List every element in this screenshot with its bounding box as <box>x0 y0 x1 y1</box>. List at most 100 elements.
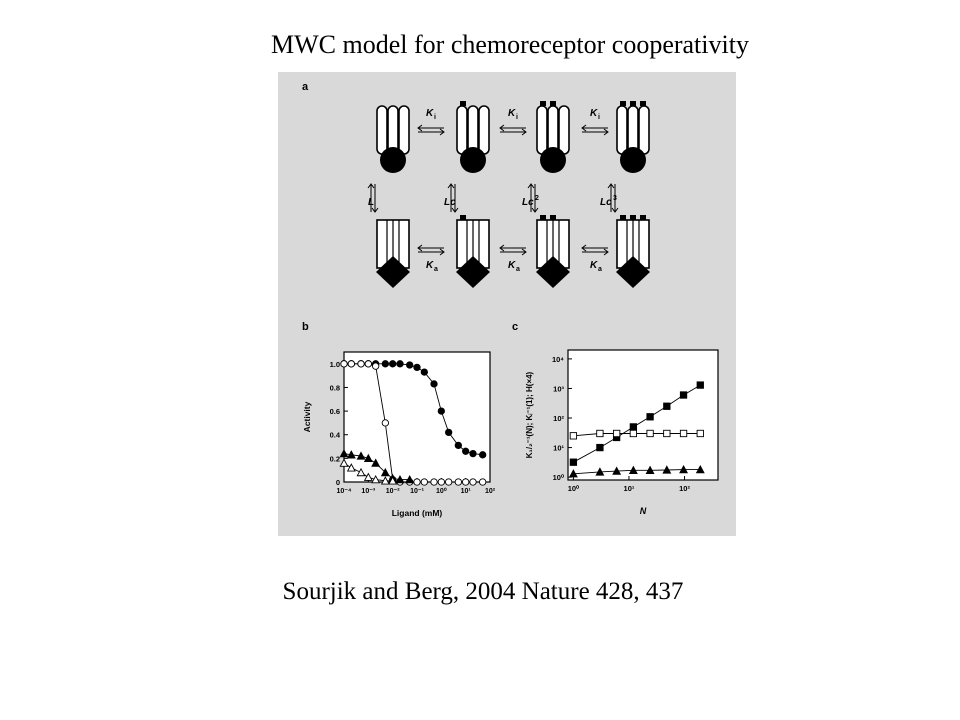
y-tick-label: 0 <box>336 478 340 487</box>
data-point <box>396 360 404 368</box>
side-constant-2-symbol: Lc <box>444 197 456 208</box>
data-point <box>381 419 389 427</box>
active-receptor-4 <box>616 215 650 288</box>
data-point <box>646 413 654 421</box>
bound-ligand-marker <box>620 101 626 106</box>
bottom-constant-1-symbol: K <box>426 260 434 271</box>
horizontal-equilibrium-arrow-top <box>581 124 609 136</box>
figure-svg: a K i K i K i L Lc Lc 2 Lc 3 <box>302 81 719 518</box>
data-point <box>663 429 671 438</box>
receptor-kinase-diamond <box>456 256 490 288</box>
vertical-equilibrium-arrow <box>447 183 459 213</box>
bound-ligand-marker <box>460 215 466 220</box>
top-constant-1: K i <box>426 108 436 121</box>
inactive-receptor-3 <box>536 101 570 173</box>
data-point <box>479 451 487 459</box>
receptor-kinase-diamond <box>536 256 570 288</box>
top-constant-3-subscript: i <box>598 114 600 121</box>
x-tick-label: 10² <box>485 488 496 495</box>
chart-b-ylabel: Activity <box>302 401 312 432</box>
bottom-constant-3-subscript: a <box>598 266 602 273</box>
active-receptor-3 <box>536 215 570 288</box>
receptor-strand <box>627 105 639 155</box>
receptor-kinase-bulb <box>380 147 406 173</box>
x-tick-label: 10⁻³ <box>361 488 375 495</box>
side-constant-2: Lc <box>444 197 456 208</box>
data-point <box>629 429 638 438</box>
bottom-constant-2-subscript: a <box>516 266 520 273</box>
data-point <box>380 467 390 477</box>
receptor-strand <box>387 105 399 155</box>
y-tick-label: 10¹ <box>553 444 564 453</box>
data-point <box>445 478 453 486</box>
chart-c-ylabel: K₁/₂⁻¹(N); Kᵢ⁻¹(1); H(×4) <box>525 371 534 458</box>
data-point <box>413 478 421 486</box>
receptor-kinase-bulb <box>540 147 566 173</box>
data-point <box>462 447 470 455</box>
y-tick-label: 10⁰ <box>553 473 565 482</box>
side-constant-3-superscript: 2 <box>535 195 539 202</box>
bound-ligand-marker <box>550 101 556 106</box>
horizontal-equilibrium-arrow-bottom <box>581 244 609 256</box>
data-point <box>437 478 445 486</box>
x-tick-label: 10⁻⁴ <box>337 488 352 495</box>
receptor-strand <box>456 105 468 155</box>
x-tick-label: 10² <box>679 484 690 493</box>
data-point <box>413 363 421 372</box>
vertical-equilibrium-arrow <box>527 183 539 213</box>
top-constant-3: K i <box>590 108 600 121</box>
data-point <box>356 467 366 477</box>
panel-label-b: b <box>302 321 309 333</box>
top-constant-1-symbol: K <box>426 108 434 119</box>
data-point <box>469 449 477 458</box>
active-receptor-row <box>376 215 650 288</box>
series-line-3 <box>573 469 701 475</box>
data-point <box>596 443 604 452</box>
equilibrium-arrows <box>367 124 619 256</box>
data-point <box>445 428 453 437</box>
chart-c-xlabel: N <box>640 506 647 516</box>
bottom-constant-2: K a <box>508 260 520 273</box>
data-point <box>380 476 390 485</box>
y-tick-label: 0.6 <box>330 407 340 416</box>
data-point <box>357 360 365 368</box>
data-point <box>347 360 355 368</box>
y-tick-label: 1.0 <box>330 360 340 369</box>
bottom-constant-3-symbol: K <box>590 260 598 271</box>
receptor-strand <box>547 105 559 155</box>
data-point <box>346 450 356 459</box>
slide-title: MWC model for chemoreceptor cooperativit… <box>271 30 749 59</box>
data-point <box>437 407 445 415</box>
vertical-equilibrium-arrow <box>607 183 619 213</box>
side-constant-4-symbol: Lc <box>600 197 612 208</box>
bound-ligand-marker <box>540 101 546 106</box>
x-tick-label: 10⁻² <box>386 488 400 495</box>
inactive-receptor-4 <box>616 101 650 173</box>
data-point <box>646 429 654 438</box>
bottom-constant-1: K a <box>426 260 438 273</box>
chart-b-xlabel: Ligand (mM) <box>392 508 443 518</box>
receptor-strand <box>398 105 410 155</box>
data-point <box>339 448 349 458</box>
bottom-constant-2-symbol: K <box>508 260 516 271</box>
data-point <box>469 478 477 486</box>
x-tick-label: 10⁰ <box>568 484 580 493</box>
data-point <box>420 368 428 376</box>
y-tick-label: 0.2 <box>330 454 340 463</box>
data-point <box>696 429 704 438</box>
y-tick-label: 10⁴ <box>552 355 564 364</box>
bound-ligand-marker <box>550 215 556 220</box>
receptor-kinase-diamond <box>376 256 410 288</box>
data-point <box>346 463 356 472</box>
panel-label-c: c <box>512 321 518 333</box>
data-point <box>628 465 638 474</box>
bottom-constant-1-subscript: a <box>434 266 438 273</box>
receptor-strand <box>638 105 650 155</box>
receptor-kinase-bulb <box>460 147 486 173</box>
data-point <box>596 429 604 438</box>
data-point <box>695 464 705 474</box>
top-constant-2: K i <box>508 108 518 121</box>
bound-ligand-marker <box>620 215 626 220</box>
horizontal-equilibrium-arrow-bottom <box>499 244 527 256</box>
